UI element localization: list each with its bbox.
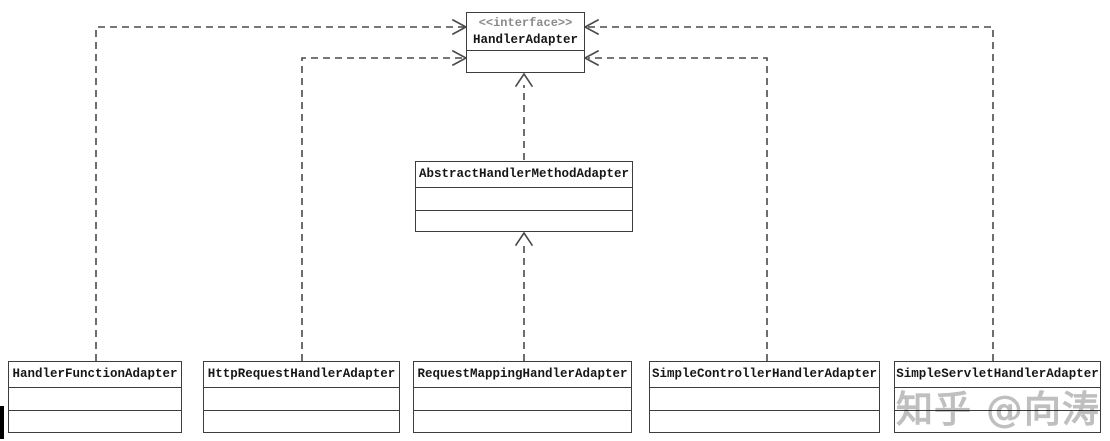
methods-compartment	[416, 211, 632, 232]
class-box-handlerfunctionadapter: HandlerFunctionAdapter	[8, 361, 182, 433]
edge-simpleservlethandleradapter-to-handleradapter	[588, 26, 994, 361]
class-name-requestmappinghandleradapter: RequestMappingHandlerAdapter	[414, 362, 631, 388]
class-box-simplecontrollerhandleradapter: SimpleControllerHandlerAdapter	[649, 361, 880, 433]
class-box-abstracthandlermethodadapter: AbstractHandlerMethodAdapter	[415, 161, 633, 232]
arrowhead-into-handleradapter-right-bottom	[583, 49, 600, 67]
edge-simplecontrollerhandleradapter-to-handleradapter	[588, 57, 768, 361]
class-box-requestmappinghandleradapter: RequestMappingHandlerAdapter	[413, 361, 632, 433]
edge-handlerfunctionadapter-to-handleradapter	[95, 26, 464, 361]
methods-compartment	[9, 411, 181, 433]
class-name-httprequesthandleradapter: HttpRequestHandlerAdapter	[204, 362, 399, 388]
methods-compartment	[895, 411, 1100, 433]
methods-compartment	[650, 411, 879, 433]
class-name-simpleservlethandleradapter: SimpleServletHandlerAdapter	[895, 362, 1100, 388]
methods-compartment	[204, 411, 399, 433]
arrowhead-into-handleradapter-right-top	[583, 18, 600, 36]
fields-compartment	[416, 188, 632, 211]
class-box-httprequesthandleradapter: HttpRequestHandlerAdapter	[203, 361, 400, 433]
class-name-simplecontrollerhandleradapter: SimpleControllerHandlerAdapter	[650, 362, 879, 388]
fields-compartment	[650, 388, 879, 411]
class-name-handleradapter: HandlerAdapter	[472, 33, 579, 47]
arrowhead-into-handleradapter-bottom	[514, 72, 534, 88]
arrowhead-into-abstracthandlermethodadapter-bottom	[514, 231, 534, 247]
methods-compartment	[414, 411, 631, 433]
fields-compartment	[414, 388, 631, 411]
class-box-handleradapter: <<interface>> HandlerAdapter	[466, 12, 585, 73]
fields-compartment	[204, 388, 399, 411]
interface-stereotype: <<interface>>	[478, 16, 573, 30]
interface-header: <<interface>> HandlerAdapter	[467, 13, 584, 51]
class-box-simpleservlethandleradapter: SimpleServletHandlerAdapter	[894, 361, 1101, 433]
cursor-artifact	[0, 406, 4, 439]
fields-compartment	[895, 388, 1100, 411]
fields-compartment	[9, 388, 181, 411]
members-compartment	[467, 51, 584, 73]
edge-httprequesthandleradapter-to-handleradapter	[301, 57, 464, 361]
class-name-handlerfunctionadapter: HandlerFunctionAdapter	[9, 362, 181, 388]
class-name-abstracthandlermethodadapter: AbstractHandlerMethodAdapter	[416, 162, 632, 188]
